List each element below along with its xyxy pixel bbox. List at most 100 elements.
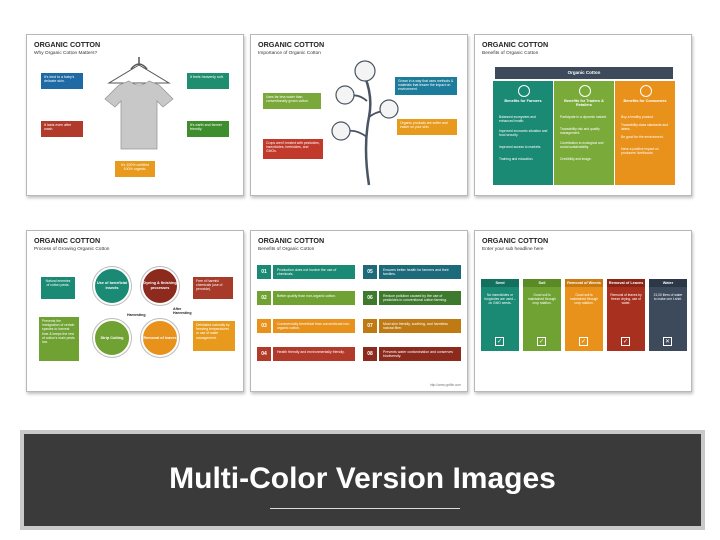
check-icon: ✓ xyxy=(495,337,504,346)
column-seed: Seed No insecticides or fungicides are u… xyxy=(481,279,519,351)
column-head: Removal of Leaves xyxy=(607,279,645,287)
slide-benefits-numbered[interactable]: ORGANIC COTTON Benefits of Organic Cotto… xyxy=(250,230,468,392)
slide-title: ORGANIC COTTON xyxy=(34,236,101,245)
benefit-box-earth-friendly: It's earth and farmer friendly. xyxy=(187,121,229,137)
slide-subtitle: Why Organic Cotton Matters? xyxy=(34,51,98,56)
column-item: Buy a healthy product. xyxy=(621,115,654,119)
column-item: Contribution to ecological and social su… xyxy=(560,141,604,150)
slide-subtitle: Process of Growing Organic Cotton xyxy=(34,247,110,252)
column-item: Improved economic situation and food sec… xyxy=(499,129,548,138)
column-body: Good soil is maintained through crop rot… xyxy=(569,293,599,306)
benefit-text: Ensures better health for farmers and th… xyxy=(379,265,461,279)
benefit-number: 02 xyxy=(257,291,271,305)
slide-subtitle: Enter your sub headline here xyxy=(482,247,544,252)
process-circle-insects: Use of beneficial insects xyxy=(93,267,131,305)
column-item: Improved access to markets. xyxy=(499,145,542,149)
benefit-number: 01 xyxy=(257,265,271,279)
column-head: Benefits for Consumers xyxy=(623,99,667,103)
process-circle-dyeing: Dyeing & finishing processes xyxy=(141,267,179,305)
column-head: Water xyxy=(649,279,687,287)
slide-title: ORGANIC COTTON xyxy=(258,236,325,245)
benefit-number: 07 xyxy=(363,319,377,333)
benefit-number: 05 xyxy=(363,265,377,279)
slide-subheadline-columns[interactable]: ORGANIC COTTON Enter your sub headline h… xyxy=(474,230,692,392)
title-banner: Multi-Color Version Images xyxy=(20,430,705,530)
column-head: Soil xyxy=(523,279,561,287)
check-icon: ✓ xyxy=(621,337,630,346)
column-head: Benefits for Farmers xyxy=(504,99,542,103)
slide-subtitle: Benefits of Organic Cotton xyxy=(482,51,539,56)
column-weeds: Removal of Weeds Good soil is maintained… xyxy=(565,279,603,351)
column-item: Participate in a dynamic market. xyxy=(560,115,607,119)
column-item: Be good for the environment. xyxy=(621,135,664,139)
slide-subtitle: Importance of Organic Cotton xyxy=(258,51,321,56)
benefit-text: Production does not involve the use of c… xyxy=(273,265,355,279)
column-body: Good soil is maintained through crop rot… xyxy=(527,293,557,306)
column-item: Have a positive impact on producers' liv… xyxy=(621,147,659,156)
benefit-number: 03 xyxy=(257,319,271,333)
benefit-number: 08 xyxy=(363,347,377,361)
importance-box-pesticides: Crops aren't treated with pesticides, in… xyxy=(263,139,323,159)
harvesting-label: Harvesting xyxy=(127,313,146,317)
after-harvesting-label: After Harvesting xyxy=(173,307,192,315)
process-box-prevents: Prevents the immigration of certain spec… xyxy=(39,317,79,361)
column-item: Balanced ecosystem and enhanced health. xyxy=(499,115,536,124)
benefit-text: Commercially beneficial than conventiona… xyxy=(273,319,355,333)
column-leaves: Removal of Leaves Removal of leaves by f… xyxy=(607,279,645,351)
t-shirt-icon xyxy=(104,57,174,150)
benefit-text: Prevents water contamination and conserv… xyxy=(379,347,461,361)
slide-subtitle: Benefits of Organic Cotton xyxy=(258,247,315,252)
banner-title: Multi-Color Version Images xyxy=(169,462,556,495)
benefit-box-soft: It feels heavenly soft. xyxy=(187,73,229,89)
column-body: Removal of leaves by freeze drying, use … xyxy=(610,293,642,306)
slide-importance-organic-cotton[interactable]: ORGANIC COTTON Importance of Organic Cot… xyxy=(250,34,468,196)
consumer-icon xyxy=(640,85,652,97)
process-box-natural-enemies: Natural enemies of cotton pests. xyxy=(41,277,75,299)
column-item: Credibility and image. xyxy=(560,157,592,161)
benefit-text: Reduce pollution caused by the use of pe… xyxy=(379,291,461,305)
column-item: Traceability class standards and labels. xyxy=(621,123,668,132)
column-head: Benefits for Traders & Retailers xyxy=(564,99,604,107)
slide-why-organic-cotton[interactable]: ORGANIC COTTON Why Organic Cotton Matter… xyxy=(26,34,244,196)
column-body: 21,00 liters of water to make one t-shir… xyxy=(653,293,683,302)
process-circle-removal-leaves: Removal of leaves xyxy=(141,319,179,357)
table-header: Organic Cotton xyxy=(495,67,673,79)
importance-box-softer: Organic products are softer and easier o… xyxy=(397,119,457,135)
benefit-number: 04 xyxy=(257,347,271,361)
benefit-box-baby-skin: It's kind to a baby's delicate skin. xyxy=(41,73,83,89)
farmer-icon xyxy=(518,85,530,97)
column-soil: Soil Good soil is maintained through cro… xyxy=(523,279,561,351)
column-item: Traceability risk and quality management… xyxy=(560,127,600,136)
benefit-text: Better quality than non-organic cotton. xyxy=(273,291,355,305)
slide-title: ORGANIC COTTON xyxy=(482,236,549,245)
process-circle-strip-cutting: Strip Cutting xyxy=(93,319,131,357)
process-box-defoliated: Defoliated naturally by freezing tempera… xyxy=(193,321,235,351)
slide-growing-process[interactable]: ORGANIC COTTON Process of Growing Organi… xyxy=(26,230,244,392)
column-item: Training and education. xyxy=(499,157,534,161)
column-traders: Benefits for Traders & Retailers Partici… xyxy=(554,81,614,185)
banner-underline xyxy=(270,508,460,509)
slide-benefits-table[interactable]: ORGANIC COTTON Benefits of Organic Cotto… xyxy=(474,34,692,196)
benefit-box-lasts: It lasts even after wash. xyxy=(41,121,83,137)
slide-title: ORGANIC COTTON xyxy=(258,40,325,49)
handshake-icon xyxy=(579,85,591,97)
slide-title: ORGANIC COTTON xyxy=(482,40,549,49)
footer-url: http://www.pptfile.com xyxy=(429,383,461,387)
benefit-box-certified: It's 100% certified 100% organic. xyxy=(115,161,155,177)
cross-icon: ✕ xyxy=(663,337,672,346)
process-box-chemicals: Free of harmful chemicals (use of peroxi… xyxy=(193,277,233,299)
slide-title: ORGANIC COTTON xyxy=(34,40,101,49)
importance-box-methods: Grown in a way that uses methods & mater… xyxy=(395,77,457,95)
check-icon: ✓ xyxy=(579,337,588,346)
column-head: Removal of Weeds xyxy=(565,279,603,287)
column-head: Seed xyxy=(481,279,519,287)
cotton-plant-icon xyxy=(331,60,399,186)
benefit-text: Health friendly and environmentally frie… xyxy=(273,347,355,361)
benefit-number: 06 xyxy=(363,291,377,305)
column-consumers: Benefits for Consumers Buy a healthy pro… xyxy=(615,81,675,185)
column-farmers: Benefits for Farmers Balanced ecosystem … xyxy=(493,81,553,185)
check-icon: ✓ xyxy=(537,337,546,346)
column-water: Water 21,00 liters of water to make one … xyxy=(649,279,687,351)
importance-box-water: Uses far less water than conventionally … xyxy=(263,93,321,109)
column-body: No insecticides or fungicides are used –… xyxy=(484,293,516,306)
